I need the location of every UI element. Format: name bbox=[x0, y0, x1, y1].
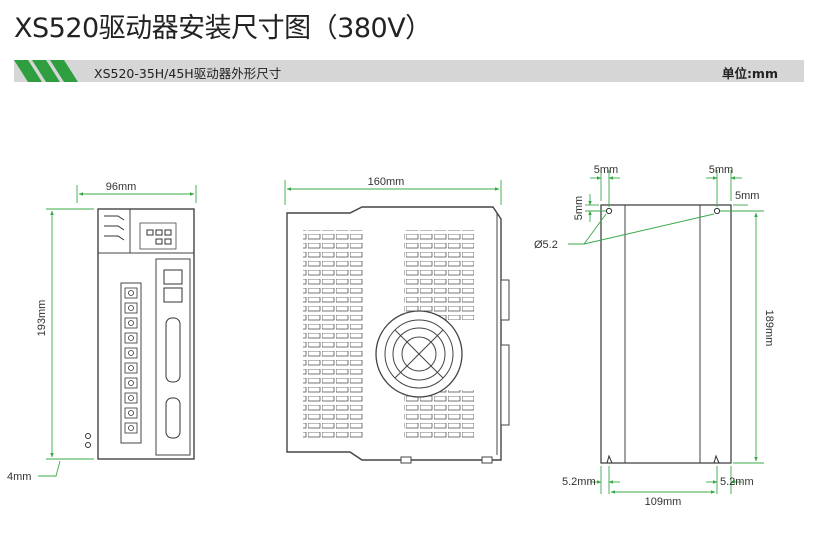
front-height-label: 193mm bbox=[36, 300, 48, 337]
mount-right-offset-label: 5mm bbox=[709, 164, 733, 176]
mounting-view bbox=[600, 204, 732, 464]
front-width-label: 96mm bbox=[106, 181, 137, 193]
mount-height-label: 189mm bbox=[763, 310, 775, 347]
front-view bbox=[85, 208, 195, 460]
mounting-dimension-lines bbox=[568, 170, 764, 494]
mount-bottom-right-label: 5.2mm bbox=[720, 476, 754, 488]
unit-label: 单位:mm bbox=[721, 66, 778, 81]
side-width-label: 160mm bbox=[368, 176, 405, 188]
hole-diameter-label: Ø5.2 bbox=[534, 239, 558, 251]
front-bottom-label: 4mm bbox=[7, 471, 31, 483]
mount-top-right-label: 5mm bbox=[735, 190, 759, 202]
mount-bottom-left-label: 5.2mm bbox=[562, 476, 596, 488]
page-title: XS520驱动器安装尺寸图（380V） bbox=[14, 13, 432, 44]
side-view bbox=[286, 206, 510, 464]
front-dimension-lines bbox=[38, 185, 197, 477]
side-dimension-lines bbox=[284, 180, 502, 205]
stripe-logo-icon bbox=[14, 60, 78, 82]
mount-top-left-label: 5mm bbox=[573, 196, 585, 220]
section-header-bar: XS520-35H/45H驱动器外形尺寸 单位:mm bbox=[14, 60, 804, 82]
section-subtitle: XS520-35H/45H驱动器外形尺寸 bbox=[94, 66, 282, 81]
mount-left-offset-label: 5mm bbox=[594, 164, 618, 176]
mount-width-label: 109mm bbox=[645, 496, 682, 508]
